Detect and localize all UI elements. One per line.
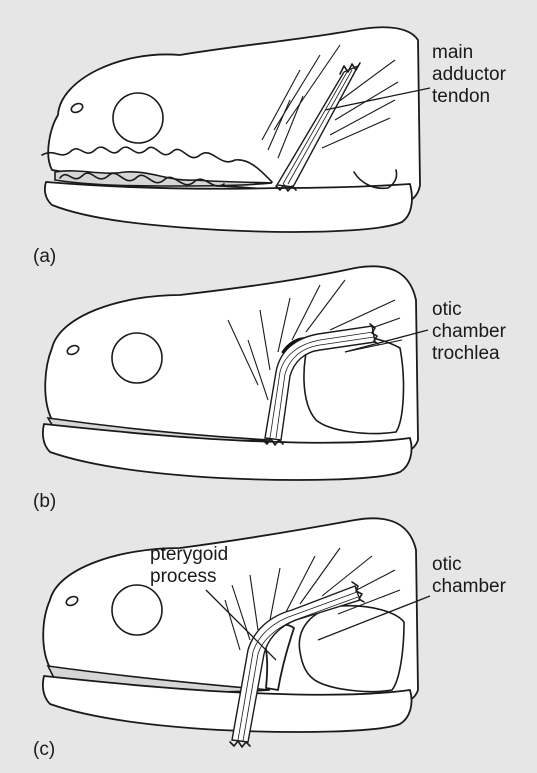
panel-b: otic chamber trochlea (b) — [33, 266, 507, 512]
panel-letter-a: (a) — [33, 246, 56, 267]
label-b-line2: chamber — [432, 321, 507, 342]
lower-jaw-a — [45, 182, 412, 232]
panel-c: pterygoid process otic chamber (c) — [33, 518, 507, 760]
label-a-line1: main — [432, 42, 473, 63]
label-a-line2: adductor — [432, 64, 507, 85]
label-c-right-line1: otic — [432, 554, 462, 575]
tendon-end-bottom-c — [230, 741, 250, 747]
label-c-left-line1: pterygoid — [150, 544, 228, 565]
label-a-line3: tendon — [432, 86, 490, 107]
label-b-line1: otic — [432, 299, 462, 320]
label-c-right-line2: chamber — [432, 576, 507, 597]
label-b-line3: trochlea — [432, 343, 500, 364]
label-c-left-line2: process — [150, 566, 217, 587]
panel-a: main adductor tendon (a) — [33, 27, 507, 267]
panel-letter-b: (b) — [33, 491, 56, 512]
panel-letter-c: (c) — [33, 739, 55, 760]
